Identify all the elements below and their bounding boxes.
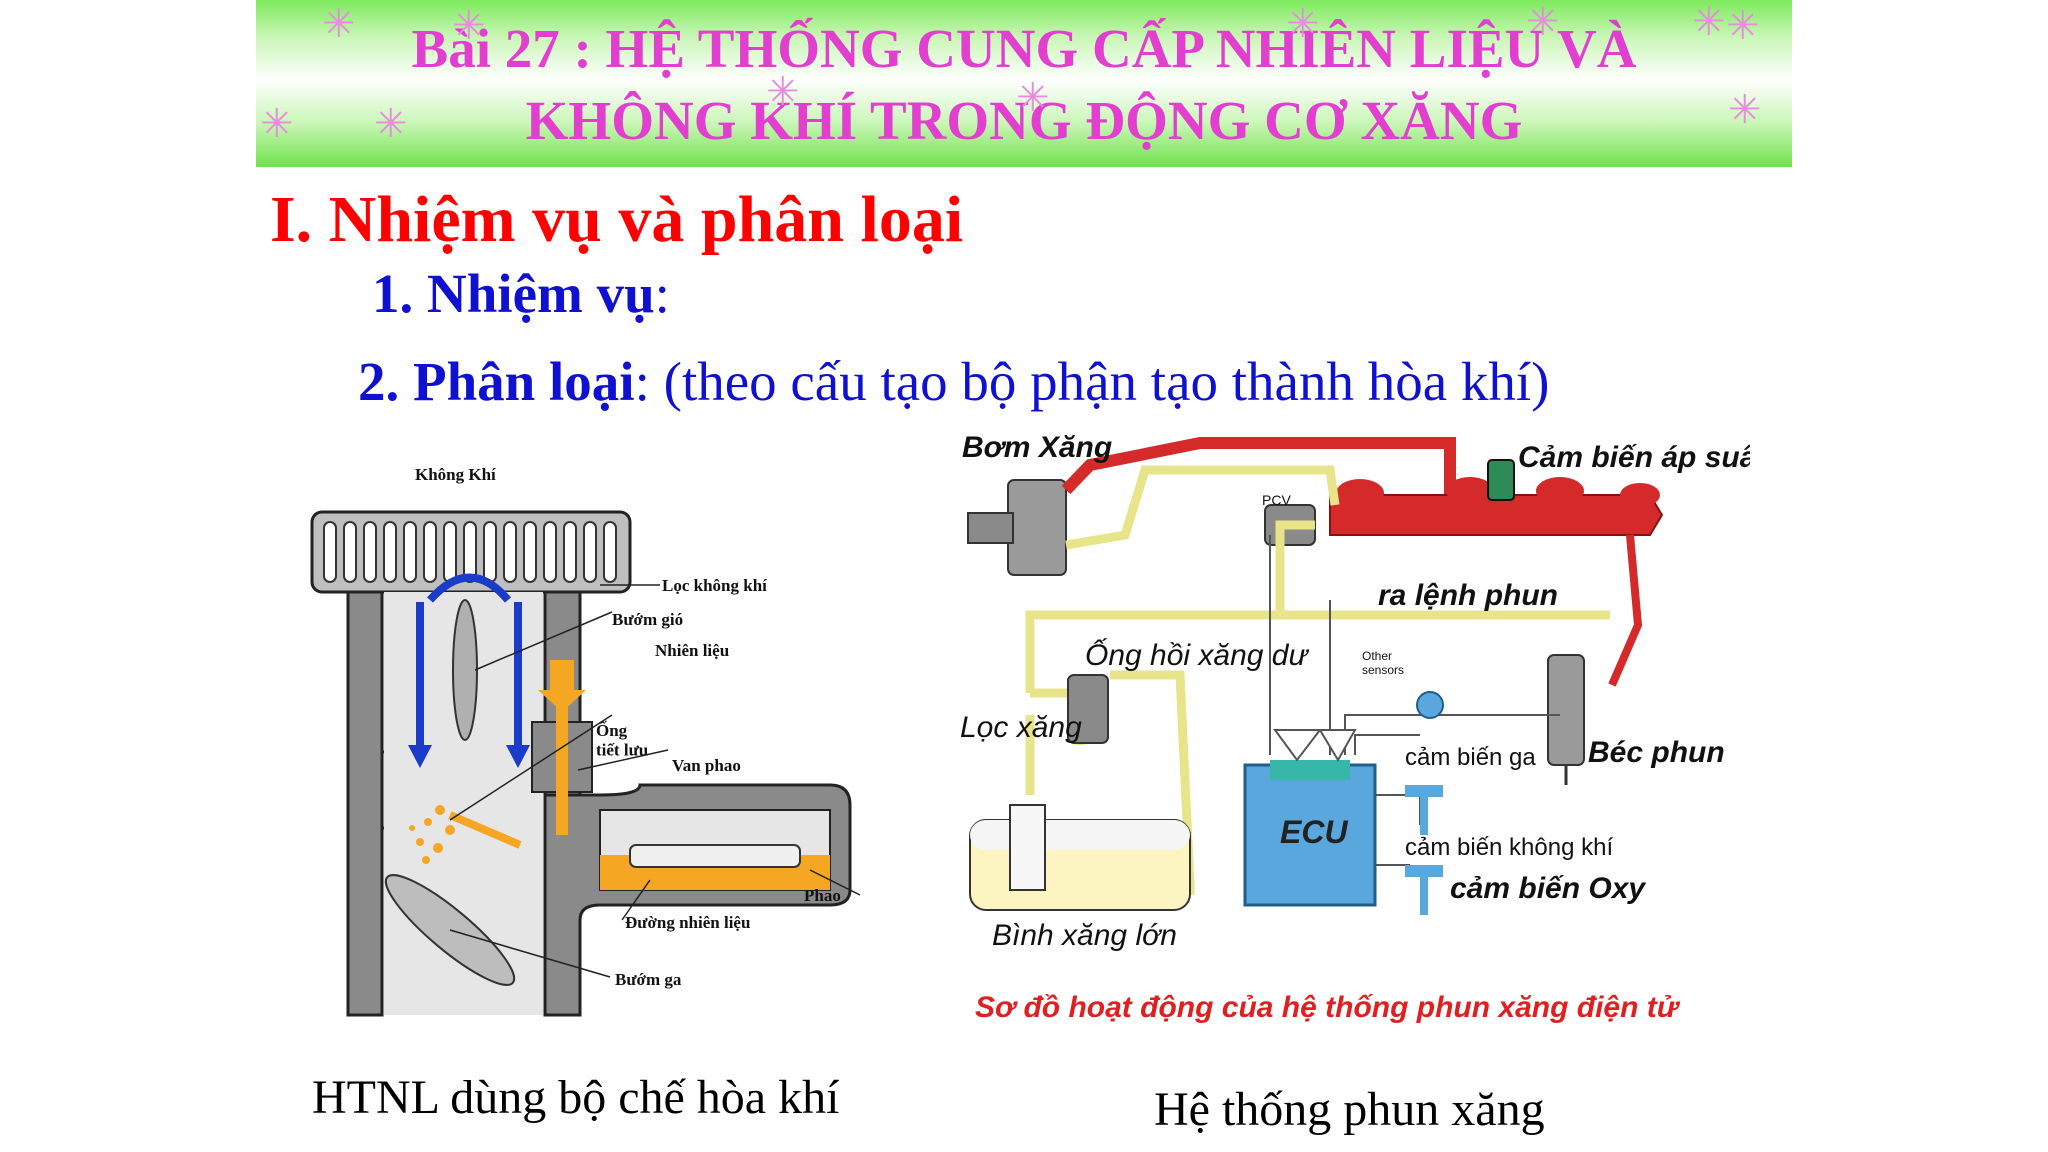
efi-diagram-caption: Sơ đồ hoạt động của hệ thống phun xăng đ… (975, 991, 1681, 1024)
ecu-box (1243, 763, 1377, 907)
efi-label-injector: Béc phun (1588, 736, 1725, 769)
efi-label-throttle-sensor: cảm biến ga (1405, 744, 1536, 771)
sparkle-icon: ✳ (260, 101, 294, 146)
throttle-sensor (1416, 691, 1444, 719)
sparkle-icon: ✳ (1728, 87, 1762, 132)
carb-label-float-valve: Van phao (672, 756, 741, 775)
carb-label-fuel-line: Đường nhiên liệu (625, 913, 750, 932)
efi-label-pump: Bơm Xăng (962, 431, 1112, 464)
item-nhiem-vu-suffix: : (654, 263, 670, 324)
fuel-tank-top (970, 820, 1190, 850)
air-arrow-icon (408, 745, 432, 768)
efi-label-air-sensor: cảm biến không khí (1405, 834, 1613, 861)
section-heading: I. Nhiệm vụ và phân loại (270, 183, 964, 256)
fuel-filter (1067, 674, 1109, 744)
air-sensor-stem (1420, 797, 1428, 835)
efi-label-pcv: PCV (1262, 492, 1291, 508)
sparkle-icon: ✳ (1526, 0, 1560, 44)
rail-outlet-line (1608, 534, 1643, 687)
oxy-sensor-stem (1420, 877, 1428, 915)
carb-label-throttle: Bướm ga (615, 970, 682, 989)
body-left-wall (346, 590, 384, 1017)
signal-arrow-icon (1318, 729, 1357, 762)
air-flow-arrows (416, 573, 522, 750)
sparkle-icon: ✳ (1726, 3, 1760, 48)
efi-caption: Hệ thống phun xăng (1154, 1083, 1545, 1136)
leader-lines (449, 584, 861, 978)
efi-label-oxy-sensor: cảm biến Oxy (1450, 872, 1646, 905)
efi-label-ecu: ECU (1280, 814, 1348, 850)
item-nhiem-vu: 1. Nhiệm vụ: (372, 262, 670, 326)
efi-label-return-line: Ống hồi xăng dư (1085, 638, 1309, 672)
carburetor-diagram: Không Khí Lọc không khí Bướm gió Nhiên l… (310, 465, 861, 1017)
float (629, 844, 801, 868)
tank-pump (1009, 804, 1046, 891)
efi-label-inject-command: ra lệnh phun (1378, 579, 1558, 612)
air-sensor (1405, 785, 1443, 797)
carb-label-air: Không Khí (415, 465, 496, 484)
fuel-spray (409, 805, 455, 864)
item-phan-loai-label: 2. Phân loại (358, 351, 635, 412)
title-banner: Bài 27 : HỆ THỐNG CUNG CẤP NHIÊN LIỆU VÀ… (256, 0, 1792, 167)
rail-bumps (1336, 477, 1660, 507)
ecu-connector (1270, 760, 1350, 780)
high-pressure-line (1061, 437, 1456, 495)
title-line-2: KHÔNG KHÍ TRONG ĐỘNG CƠ XĂNG (525, 90, 1523, 151)
fuel-pump (1007, 479, 1067, 576)
efi-diagram: Bơm Xăng Cảm biến áp suất PCV ra lệnh ph… (960, 431, 1750, 1024)
title-line-1: Bài 27 : HỆ THỐNG CUNG CẤP NHIÊN LIỆU VÀ (411, 18, 1637, 79)
signal-arrow-icon (1273, 729, 1323, 762)
carburetor-caption: HTNL dùng bộ chế hòa khí (312, 1071, 840, 1124)
carb-label-choke: Bướm gió (612, 610, 683, 629)
carb-label-air-filter: Lọc không khí (662, 576, 767, 595)
efi-label-tank: Bình xăng lớn (992, 919, 1177, 952)
fuel-arrow-icon (538, 660, 586, 712)
injector (1547, 654, 1585, 766)
efi-label-pressure-sensor: Cảm biến áp suất (1518, 441, 1750, 474)
sparkle-icon: ✳ (766, 69, 800, 114)
item-phan-loai: 2. Phân loại: (theo cấu tạo bộ phận tạo … (358, 350, 1549, 414)
sparkle-icon: ✳ (374, 101, 408, 146)
carb-label-fuel: Nhiên liệu (655, 641, 729, 660)
fuel-rail (1329, 494, 1664, 536)
jet-tube (448, 811, 522, 849)
carb-label-float: Phao (804, 886, 841, 905)
efi-label-fuel-filter: Lọc xăng (960, 711, 1082, 744)
sparkle-icon: ✳ (1016, 75, 1050, 120)
pressure-sensor (1487, 459, 1515, 501)
sparkle-icon: ✳ (1286, 1, 1320, 46)
oxy-sensor (1405, 865, 1443, 877)
choke-valve (452, 599, 478, 741)
fuel-pump-shaft (967, 512, 1014, 544)
sparkle-icon: ✳ (452, 3, 486, 48)
sparkle-icon: ✳ (322, 1, 356, 46)
item-phan-loai-suffix: : (theo cấu tạo bộ phận tạo thành hòa kh… (634, 351, 1550, 412)
air-filter-ribs (323, 521, 617, 583)
air-arrow-icon (506, 745, 530, 768)
sparkle-icon: ✳ (1692, 0, 1726, 44)
item-nhiem-vu-label: 1. Nhiệm vụ (372, 263, 655, 324)
